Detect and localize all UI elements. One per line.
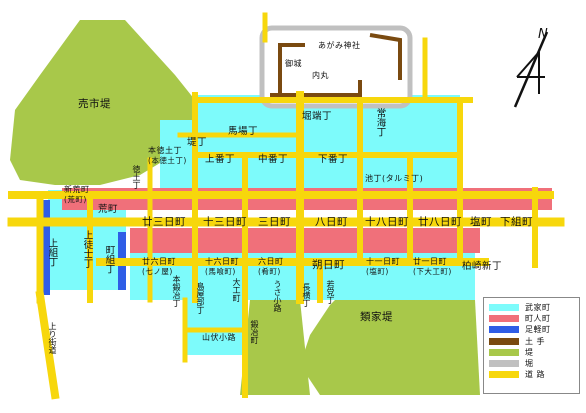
label-aramachi: 荒町 bbox=[98, 204, 119, 215]
legend-row: 堀 bbox=[489, 358, 574, 369]
label-nijuichinichi: 廿一日町(下大工町) bbox=[413, 257, 452, 276]
legend-label: 町人町 bbox=[525, 314, 551, 324]
legend-label: 武家町 bbox=[525, 303, 551, 313]
townsmen-south-row bbox=[130, 228, 480, 253]
label-shiomachi: 塩町 bbox=[470, 216, 492, 228]
label-jouhan: 常海丁 bbox=[374, 108, 386, 137]
label-nijusannichi: 廿三日町 bbox=[142, 216, 186, 228]
label-hon-tokko: 本鍛冶丁 bbox=[172, 275, 181, 307]
label-kamitokudo: 上徒士丁 bbox=[81, 230, 93, 268]
label-nobori: 上り街道 bbox=[48, 322, 57, 354]
legend-swatch bbox=[489, 337, 519, 345]
label-kashiwazaki: 柏崎新丁 bbox=[462, 261, 503, 272]
legend-label: 堀 bbox=[525, 359, 534, 369]
label-shinbashi: 鍛冶町 bbox=[250, 320, 259, 344]
samurai-north-block bbox=[195, 95, 460, 190]
legend-swatch bbox=[489, 360, 519, 368]
legend-swatch bbox=[489, 348, 519, 356]
label-yamabushi: 山伏小路 bbox=[202, 333, 236, 342]
label-wakan: 若党丁 bbox=[326, 280, 335, 304]
label-shimogumi: 下組町 bbox=[500, 216, 533, 228]
legend-label: 道 路 bbox=[525, 370, 546, 380]
label-toku-doma: 徳土丁 bbox=[132, 165, 141, 189]
legend-label: 堤 bbox=[525, 347, 534, 357]
label-shrine: あがみ神社 bbox=[318, 41, 361, 50]
legend-swatch bbox=[489, 326, 519, 334]
bank-lower-left bbox=[240, 300, 310, 395]
label-naka-bancho: 中番丁 bbox=[258, 154, 289, 165]
compass-letter: N bbox=[538, 27, 549, 42]
legend-swatch bbox=[489, 371, 519, 379]
legend-label: 土 手 bbox=[525, 336, 546, 346]
legend-swatch bbox=[489, 304, 519, 312]
legend: 武家町町人町足軽町土 手堤堀道 路 bbox=[483, 297, 580, 394]
castle-moat bbox=[259, 25, 413, 109]
earthwork-goten bbox=[278, 43, 305, 95]
bank-ruike bbox=[300, 278, 480, 395]
bank-baishi bbox=[10, 20, 195, 185]
label-shimo-bancho: 下番丁 bbox=[318, 154, 349, 165]
label-hasebashi: 長横丁 bbox=[302, 283, 311, 307]
legend-swatch bbox=[489, 315, 519, 323]
earthwork-shrine bbox=[369, 33, 402, 80]
label-hon-tokumachi: 本徳土丁(本徳土丁) bbox=[148, 146, 187, 165]
label-uchimaru: 内丸 bbox=[312, 71, 329, 80]
legend-label: 足軽町 bbox=[525, 325, 551, 335]
label-babacho: 馬場丁 bbox=[228, 126, 259, 137]
label-ruiketei: 類家堤 bbox=[360, 311, 393, 323]
label-nijuhachinichi: 廿八日町 bbox=[418, 216, 462, 228]
legend-row: 足軽町 bbox=[489, 324, 574, 335]
label-tsutsumicho: 堤丁 bbox=[187, 137, 208, 148]
label-hoyoku: 朔日町 bbox=[312, 259, 345, 271]
legend-row: 武家町 bbox=[489, 302, 574, 313]
legend-row: 道 路 bbox=[489, 369, 574, 380]
label-juhachinichi: 十八日町 bbox=[365, 216, 409, 228]
label-ikemachi: 池丁(タルミ丁) bbox=[365, 174, 424, 183]
label-juichinichi: 十一日町(塩町) bbox=[366, 257, 400, 276]
label-muika: 六日町(肴町) bbox=[258, 257, 284, 276]
label-shimaya: 島屋部丁 bbox=[196, 282, 205, 314]
label-youka: 八日町 bbox=[315, 216, 348, 228]
label-horibata: 堀端丁 bbox=[302, 111, 333, 122]
label-daiku: 大工町 bbox=[232, 278, 241, 302]
legend-row: 堤 bbox=[489, 347, 574, 358]
label-goten: 御城 bbox=[285, 59, 302, 68]
label-nijurokunichi: 廿六日町(七ノ屋) bbox=[142, 257, 176, 276]
label-niigata: 新荒町(荒町) bbox=[64, 185, 90, 204]
label-jusannichi: 十三日町 bbox=[203, 216, 247, 228]
label-mikka: 三日町 bbox=[258, 216, 291, 228]
label-yanagi: うさ小路 bbox=[273, 280, 282, 312]
legend-row: 土 手 bbox=[489, 336, 574, 347]
label-jurokunichi: 十六日町(馬喰町) bbox=[205, 257, 239, 276]
roads bbox=[7, 12, 565, 400]
label-baishi-zutsumi: 売市堤 bbox=[78, 98, 111, 110]
legend-row: 町人町 bbox=[489, 313, 574, 324]
label-machigumi: 町組丁 bbox=[103, 245, 115, 274]
label-kamigumi: 上組丁 bbox=[46, 238, 58, 267]
label-kami-bancho: 上番丁 bbox=[205, 154, 236, 165]
north-arrow-icon bbox=[513, 31, 549, 108]
